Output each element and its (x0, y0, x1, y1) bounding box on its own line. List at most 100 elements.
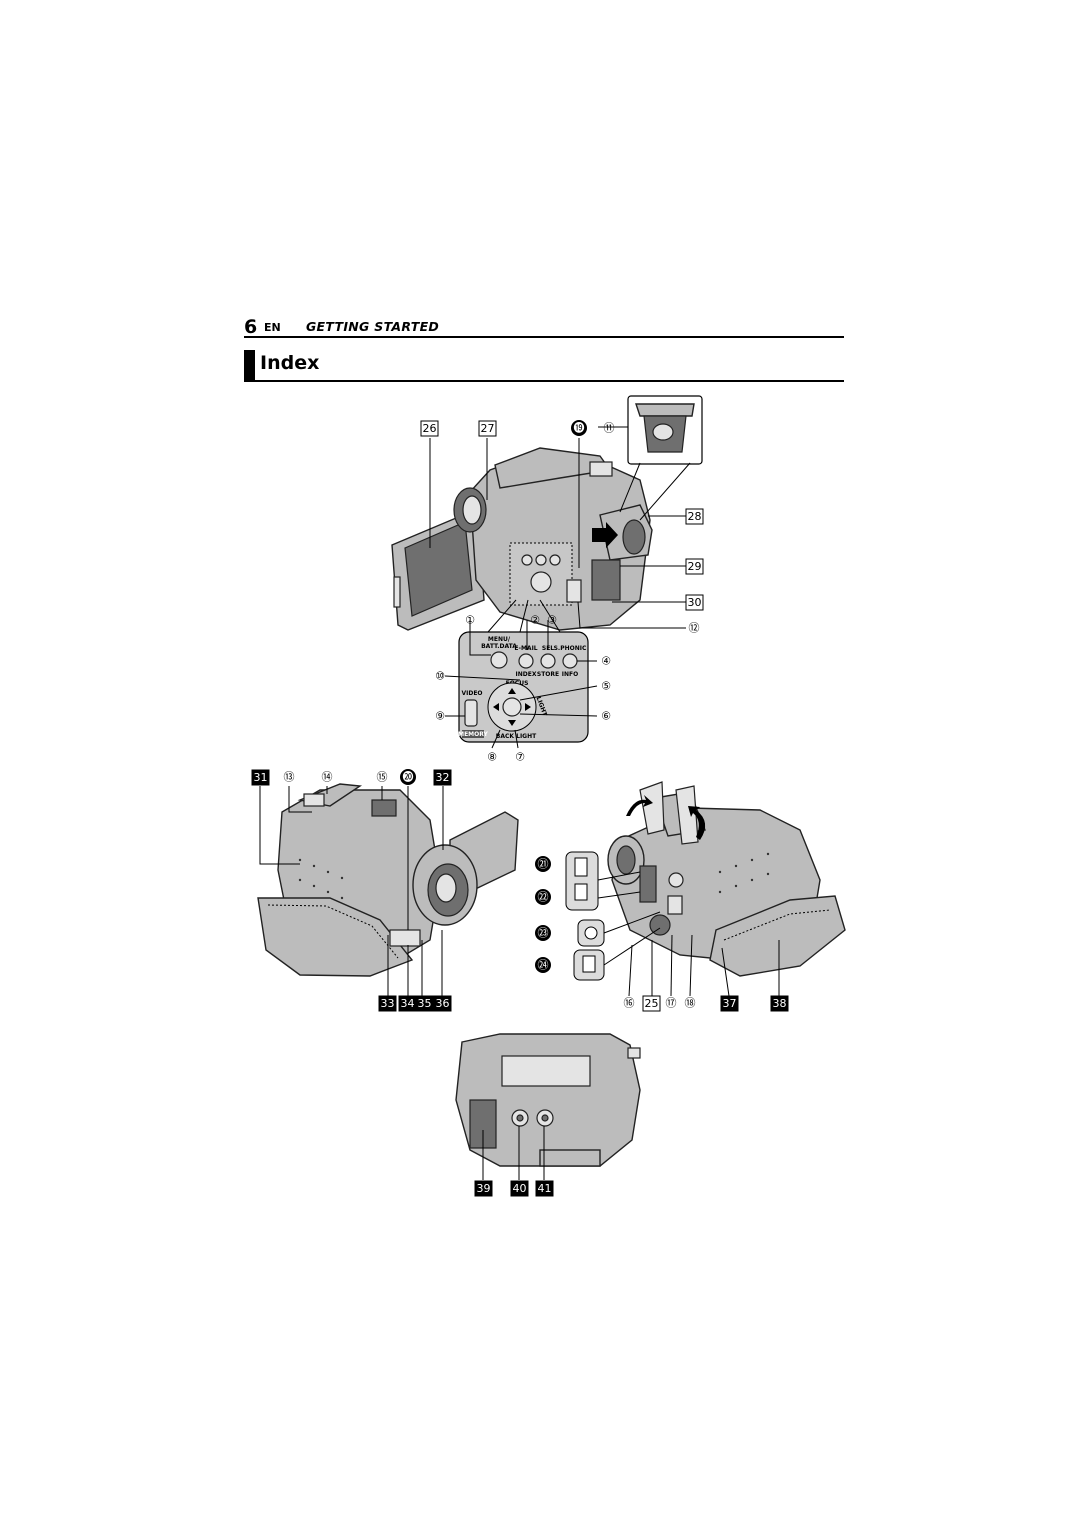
callout-4: ④ (601, 655, 611, 668)
callout-3: ③ (547, 614, 557, 627)
page-number: 6 (244, 316, 258, 338)
svg-text:29: 29 (688, 560, 702, 573)
callout-26: 26 (420, 420, 439, 437)
svg-text:㉒: ㉒ (538, 891, 549, 904)
callout-8: ⑧ (487, 751, 497, 764)
svg-text:⑱: ⑱ (685, 997, 696, 1010)
callout-1: ① (465, 614, 475, 627)
svg-text:25: 25 (645, 997, 659, 1010)
svg-text:30: 30 (688, 596, 702, 609)
callout-15: ⑮ (377, 771, 388, 784)
callout-27: 27 (478, 420, 497, 437)
svg-text:⑥: ⑥ (601, 710, 611, 723)
svg-text:38: 38 (773, 997, 787, 1010)
callout-38: 38 (770, 995, 789, 1012)
page-header: 6 EN GETTING STARTED (244, 316, 844, 340)
svg-text:⑫: ⑫ (689, 622, 700, 635)
svg-text:①: ① (465, 614, 475, 627)
svg-text:⑨: ⑨ (435, 710, 445, 723)
callout-9: ⑨ (435, 710, 445, 723)
callout-12: ⑫ (689, 622, 700, 635)
svg-text:⑯: ⑯ (624, 997, 635, 1010)
svg-text:⑭: ⑭ (322, 771, 333, 784)
callout-6: ⑥ (601, 710, 611, 723)
connector-insets (565, 851, 661, 981)
svg-text:㉓: ㉓ (538, 927, 549, 940)
callout-numbers: 26 27 ⓳ ⑪ 28 29 30 ⑫ ① ② ③ ④ ⑩ ⑤ ⑨ ⑥ ⑧ ⑦… (251, 420, 789, 1197)
title-marker (244, 350, 255, 380)
svg-text:⑬: ⑬ (284, 771, 295, 784)
svg-text:⑰: ⑰ (666, 997, 677, 1010)
svg-text:⑮: ⑮ (377, 771, 388, 784)
callout-35: 35 (415, 995, 434, 1012)
language-code: EN (264, 321, 281, 334)
svg-text:②: ② (530, 614, 540, 627)
callout-28: 28 (685, 508, 704, 525)
svg-text:STORE: STORE (537, 671, 559, 678)
inset-detail-11 (619, 395, 703, 521)
svg-text:35: 35 (418, 997, 432, 1010)
svg-text:⑧: ⑧ (487, 751, 497, 764)
svg-text:③: ③ (547, 614, 557, 627)
camcorder-right-view (607, 781, 846, 977)
svg-text:32: 32 (436, 771, 450, 784)
callout-32: 32 (433, 769, 452, 786)
callout-5: ⑤ (601, 680, 611, 693)
svg-text:39: 39 (477, 1182, 491, 1195)
callout-24: ㉔ (535, 957, 551, 973)
callout-leaders (259, 426, 780, 1180)
callout-13: ⑬ (284, 771, 295, 784)
callout-21: ㉑ (535, 856, 551, 872)
svg-text:S.PHONIC: S.PHONIC (554, 645, 587, 652)
camcorder-left-view (257, 783, 519, 977)
svg-text:41: 41 (538, 1182, 552, 1195)
callout-10: ⑩ (435, 670, 445, 683)
svg-text:INFO: INFO (562, 671, 578, 678)
svg-text:34: 34 (401, 997, 415, 1010)
callout-11: ⑪ (604, 422, 615, 435)
svg-text:40: 40 (513, 1182, 527, 1195)
camcorder-bottom-view (455, 1033, 641, 1167)
svg-text:⓴: ⓴ (403, 771, 414, 784)
callout-16: ⑯ (624, 997, 635, 1010)
callout-22: ㉒ (535, 889, 551, 905)
callout-29: 29 (685, 558, 704, 575)
callout-17: ⑰ (666, 997, 677, 1010)
section-name: GETTING STARTED (306, 319, 440, 334)
svg-text:31: 31 (254, 771, 268, 784)
callout-14: ⑭ (322, 771, 333, 784)
svg-text:VIDEO: VIDEO (461, 690, 482, 697)
page-title: Index (260, 352, 320, 374)
svg-text:BATT.DATA: BATT.DATA (481, 643, 517, 650)
svg-text:⑪: ⑪ (604, 422, 615, 435)
callout-19: ⓳ (571, 420, 587, 436)
svg-text:MENU/: MENU/ (488, 636, 511, 643)
svg-text:28: 28 (688, 510, 702, 523)
svg-text:27: 27 (481, 422, 495, 435)
callout-7: ⑦ (515, 751, 525, 764)
svg-text:⑦: ⑦ (515, 751, 525, 764)
title-rule (244, 380, 844, 382)
callout-41: 41 (535, 1180, 554, 1197)
callout-33: 33 (378, 995, 397, 1012)
callout-34: 34 (398, 995, 417, 1012)
svg-text:E-MAIL: E-MAIL (514, 645, 537, 652)
svg-text:37: 37 (723, 997, 737, 1010)
svg-text:MEMORY: MEMORY (458, 731, 488, 738)
svg-text:INDEX: INDEX (516, 671, 537, 678)
svg-text:26: 26 (423, 422, 437, 435)
callout-39: 39 (474, 1180, 493, 1197)
callout-18: ⑱ (685, 997, 696, 1010)
svg-text:⓳: ⓳ (574, 422, 585, 435)
callout-36: 36 (433, 995, 452, 1012)
callout-37: 37 (720, 995, 739, 1012)
callout-40: 40 (510, 1180, 529, 1197)
svg-text:36: 36 (436, 997, 450, 1010)
svg-text:④: ④ (601, 655, 611, 668)
svg-text:⑤: ⑤ (601, 680, 611, 693)
callout-20: ⓴ (400, 769, 416, 785)
callout-2: ② (530, 614, 540, 627)
svg-text:㉑: ㉑ (538, 858, 549, 871)
camcorder-front-view (391, 447, 653, 631)
